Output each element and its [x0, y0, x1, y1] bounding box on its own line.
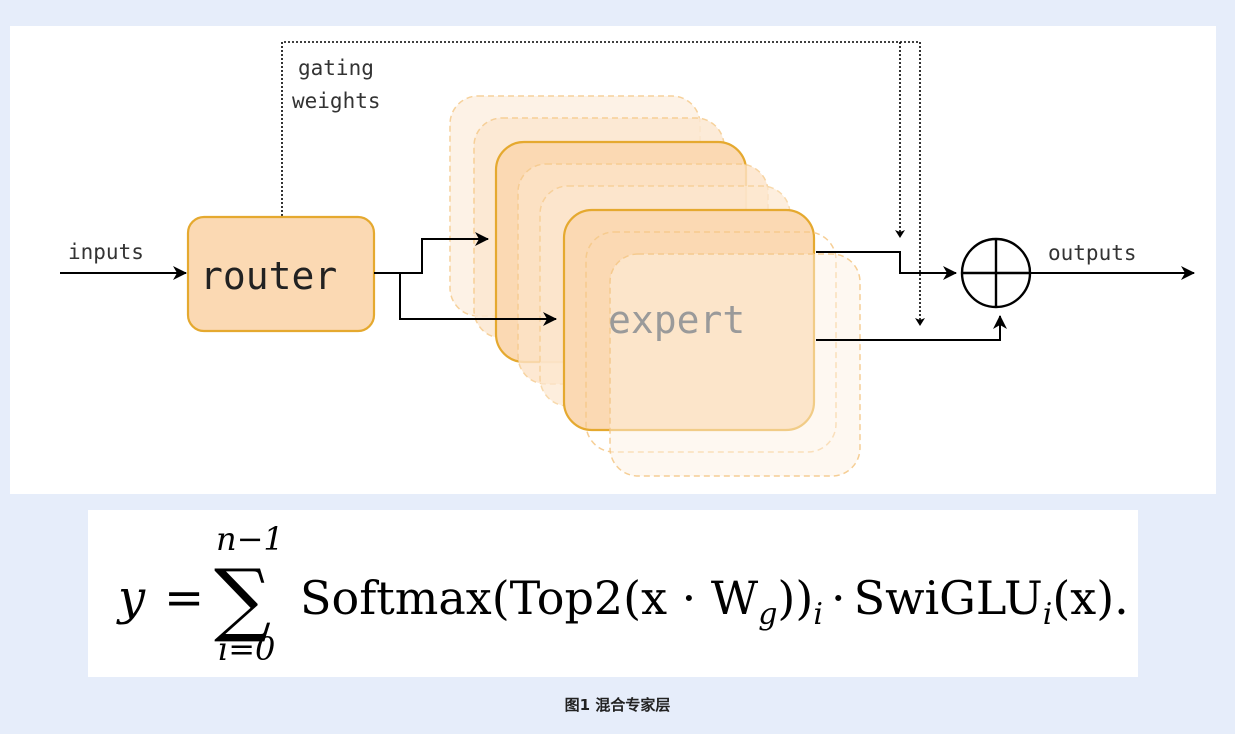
sum-upper-limit: n−1: [216, 520, 284, 558]
formula-i-sub-2: i: [1043, 597, 1053, 632]
formula-i-sub-1: i: [813, 597, 823, 632]
expert-label: expert: [608, 298, 745, 342]
moe-formula: y = n−1 ∑ i=0 Softmax(Top2(x · Wg))i·Swi…: [116, 520, 1129, 668]
router-to-expert-2: [399, 273, 557, 326]
outputs-label: outputs: [1048, 241, 1137, 265]
formula-panel: y = n−1 ∑ i=0 Softmax(Top2(x · Wg))i·Swi…: [88, 510, 1138, 677]
inputs-label: inputs: [68, 240, 144, 264]
router-to-expert-1: [374, 232, 489, 274]
expert-box-front: [562, 208, 816, 432]
formula-equals: =: [164, 570, 204, 626]
formula-lhs: y: [116, 570, 146, 626]
moe-diagram: gating weights expert router inputs: [10, 26, 1216, 494]
gating-label: gating: [298, 56, 374, 80]
router-label: router: [200, 254, 337, 298]
moe-diagram-svg: gating weights expert router inputs: [60, 41, 1195, 477]
expert-to-sum-2: [816, 315, 1007, 341]
formula-g-sub: g: [758, 597, 777, 632]
expert-ghost-front-2: [609, 253, 861, 477]
formula-body: Softmax(Top2(x · Wg))i·SwiGLUi(x).: [300, 571, 1129, 632]
weights-label: weights: [292, 89, 381, 113]
gating-weights-line: [281, 41, 925, 326]
sigma-icon: ∑: [214, 552, 271, 645]
sum-circle-icon: [960, 237, 1032, 309]
figure-caption: 图1 混合专家层: [564, 696, 671, 714]
expert-ghost-front-1: [585, 231, 837, 453]
sum-lower-limit: i=0: [218, 630, 275, 668]
expert-to-sum-1: [816, 251, 957, 280]
